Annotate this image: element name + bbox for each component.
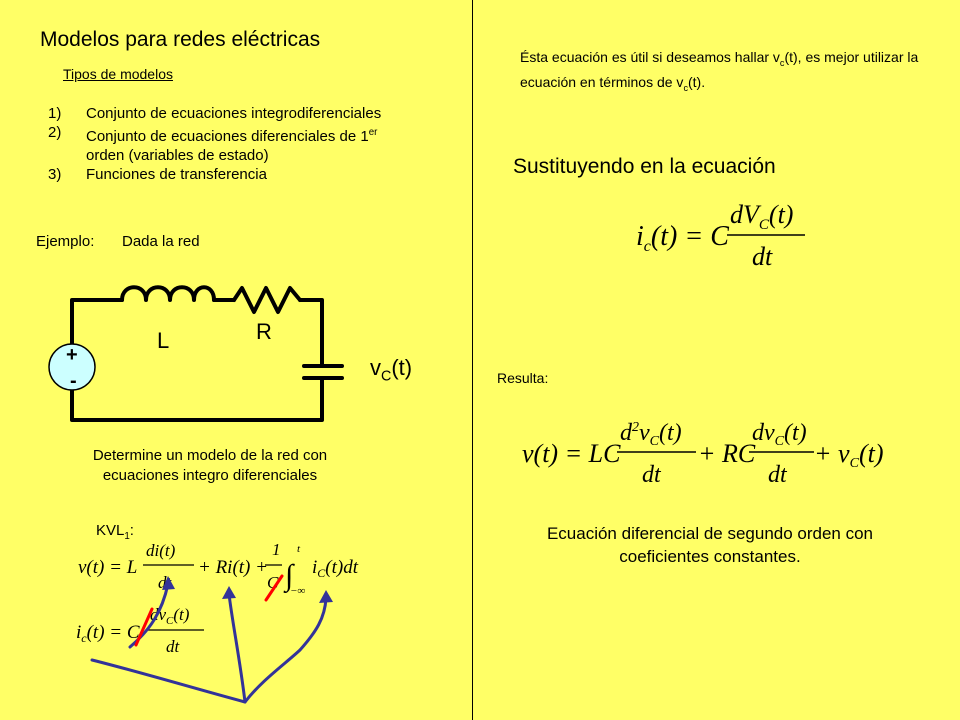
list-item: 3) Funciones de transferencia — [48, 165, 468, 184]
strike-mark — [134, 607, 154, 647]
section-subtitle: Tipos de modelos — [63, 66, 173, 82]
kvl-eq-lhs: v(t) = L — [78, 557, 137, 578]
eq1-num: dVC(t) — [730, 200, 793, 233]
list-number: 2) — [48, 124, 62, 141]
list-text: Conjunto de ecuaciones diferenciales de … — [86, 128, 369, 145]
integral-sign-icon: ∫ — [283, 559, 295, 594]
example-text: Dada la red — [122, 233, 200, 250]
eq1-den: dt — [752, 242, 773, 271]
kvl-eq-mid: + Ri(t) + — [198, 557, 268, 578]
eq2-mid: + RC — [698, 439, 756, 468]
circuit-wire — [298, 298, 324, 366]
model-types-list: 1) Conjunto de ecuaciones integrodiferen… — [48, 104, 468, 184]
column-divider — [472, 0, 473, 720]
list-number: 3) — [48, 166, 62, 183]
list-superscript: er — [368, 127, 378, 138]
arrow-line — [128, 582, 170, 649]
circuit-wire — [70, 378, 324, 422]
list-text-continued: orden (variables de estado) — [86, 147, 269, 164]
eq2-tail: + vC(t) — [814, 439, 883, 471]
source-minus-sign: - — [70, 370, 77, 392]
kvl-eq-num1: di(t) — [146, 541, 176, 560]
eq2-num1: d2vC(t) — [620, 420, 682, 449]
kvl-label: KVL1: — [96, 522, 134, 542]
result-label: Resulta: — [497, 370, 549, 386]
eq1-lhs: ic(t) = C — [636, 221, 729, 255]
arrowhead-icon — [222, 586, 236, 599]
ic-eq-lhs: ic(t) = C — [76, 622, 140, 645]
capacitor-voltage-label: vC(t) — [370, 355, 413, 385]
list-item: 1) Conjunto de ecuaciones integrodiferen… — [48, 104, 468, 123]
inductor-coil — [120, 285, 216, 302]
list-text: Funciones de transferencia — [86, 166, 267, 183]
kvl-eq-int-lower: −∞ — [290, 585, 305, 597]
list-number: 1) — [48, 105, 62, 122]
resistor-zigzag — [232, 286, 302, 314]
eq2-den1: dt — [642, 462, 662, 488]
eq2-lhs: v(t) = LC — [522, 439, 621, 468]
usefulness-note: Ésta ecuación es útil si deseamos hallar… — [520, 49, 919, 93]
eq2-num2: dvC(t) — [752, 420, 807, 449]
eq2-den2: dt — [768, 462, 788, 488]
page-title: Modelos para redes eléctricas — [40, 28, 321, 51]
circuit-wire — [70, 298, 124, 346]
inductor-label: L — [157, 328, 170, 353]
conclusion-text: Ecuación diferencial de segundo orden co… — [546, 524, 874, 566]
ic-eq-den: dt — [166, 637, 181, 656]
arrow-line — [227, 592, 247, 704]
list-text: Conjunto de ecuaciones integrodiferencia… — [86, 105, 382, 122]
kvl-eq-num2: 1 — [272, 540, 281, 559]
substitution-heading: Sustituyendo en la ecuación — [513, 155, 776, 178]
kvl-eq-tail: iC(t)dt — [312, 557, 359, 580]
kvl-eq-int-upper: t — [297, 543, 301, 555]
arrowhead-icon — [162, 576, 175, 590]
task-statement: Determine un modelo de la red con ecuaci… — [92, 447, 328, 484]
list-item: 2) Conjunto de ecuaciones diferenciales … — [48, 123, 468, 165]
voltage-source — [48, 343, 96, 391]
arrowhead-icon — [319, 590, 333, 603]
source-plus-sign: + — [66, 344, 78, 366]
arrow-line — [90, 658, 247, 704]
strike-mark — [264, 574, 284, 602]
arrow-line — [243, 596, 328, 704]
example-label: Ejemplo: — [36, 233, 95, 250]
resistor-label: R — [256, 319, 272, 344]
